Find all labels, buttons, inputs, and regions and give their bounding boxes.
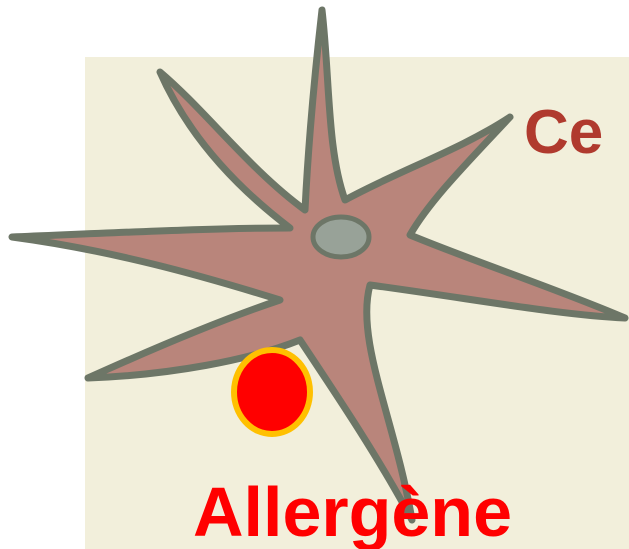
- cell-label: Ce: [524, 98, 603, 167]
- cell-nucleus: [313, 217, 369, 257]
- allergen-label: Allergène: [193, 473, 512, 549]
- allergen-particle: [234, 350, 310, 434]
